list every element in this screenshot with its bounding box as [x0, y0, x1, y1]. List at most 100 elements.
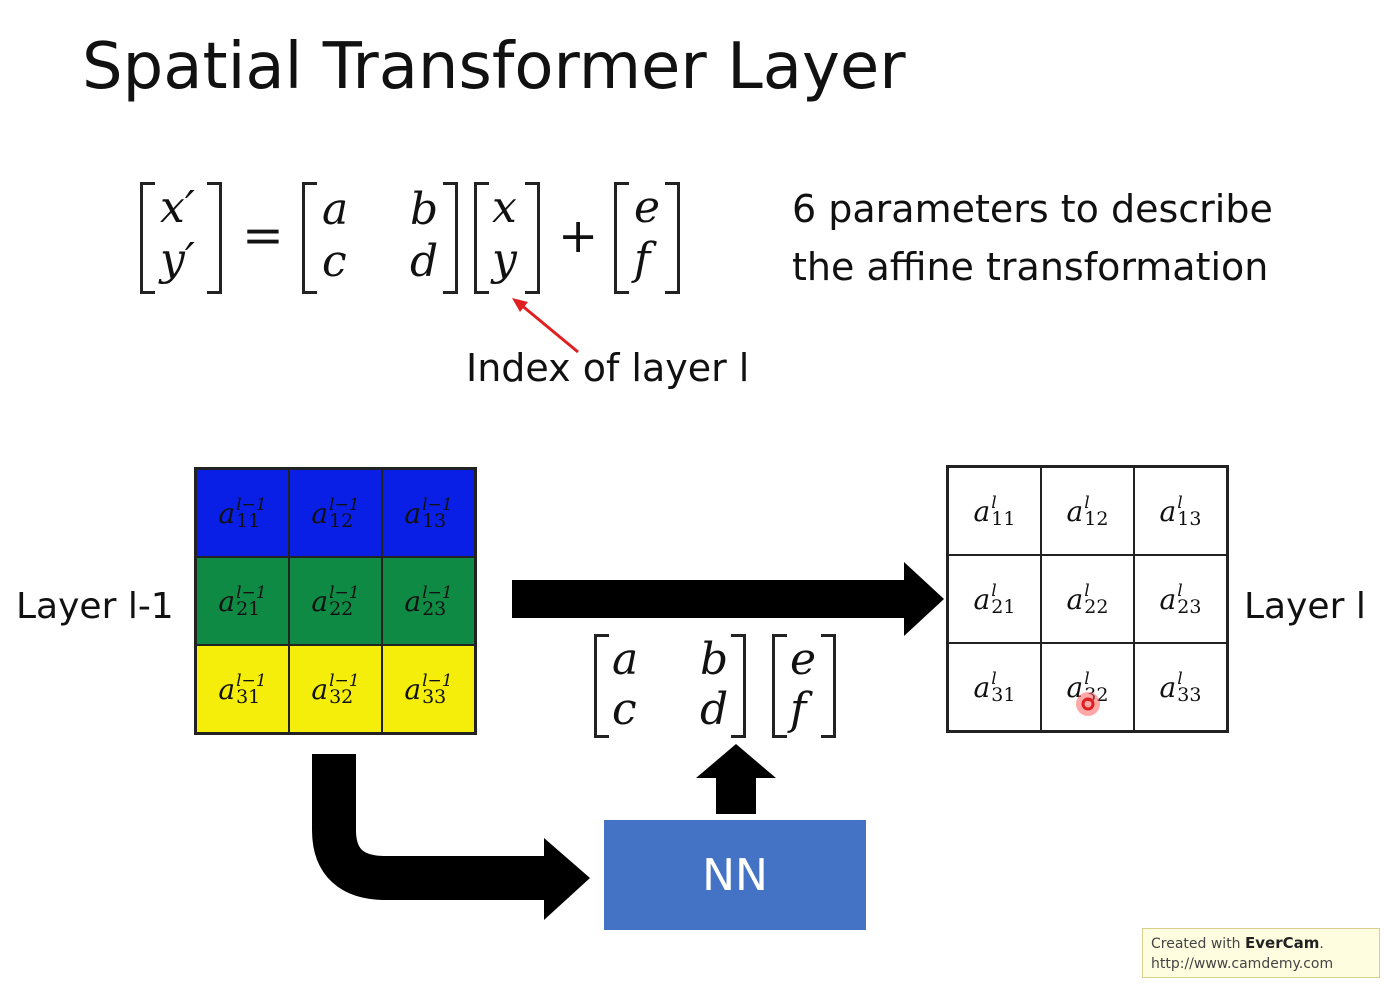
cell-subscript: 21: [991, 596, 1016, 618]
cell-base: a: [973, 582, 991, 616]
index-annotation: Index of layer l: [466, 346, 750, 390]
watermark-brand: EverCam: [1245, 934, 1320, 952]
cell-superscript: l−1: [329, 583, 360, 603]
cell-base: a: [1066, 670, 1084, 704]
sampling-arrow: [512, 562, 944, 636]
cell-base: a: [311, 496, 329, 530]
cell-subscript: 11: [991, 508, 1016, 530]
cell-superscript: l: [991, 669, 997, 689]
cell-base: a: [218, 584, 236, 618]
params-matrix: a b c d: [594, 634, 746, 738]
cell-superscript: l−1: [329, 671, 360, 691]
cell-superscript: l: [1177, 493, 1183, 513]
params-b: b: [700, 634, 729, 685]
input-to-nn-arrow: [312, 754, 590, 920]
cell-base: a: [404, 584, 422, 618]
cell-subscript: 12: [1084, 508, 1109, 530]
cell-base: a: [404, 672, 422, 706]
layer-next-label: Layer l: [1244, 586, 1366, 627]
cell-superscript: l−1: [236, 495, 267, 515]
cell-subscript: 33: [1177, 684, 1202, 706]
params-e: e: [790, 634, 817, 685]
params-a: a: [612, 634, 639, 685]
cell-superscript: l−1: [236, 583, 267, 603]
bias-vector: e f: [614, 182, 680, 294]
cell-subscript: 22: [329, 598, 354, 620]
cell-subscript: 12: [329, 510, 354, 532]
cell-superscript: l: [991, 581, 997, 601]
cell-superscript: l−1: [422, 671, 453, 691]
matrix-c: c: [322, 236, 347, 287]
nn-box: NN: [604, 820, 866, 930]
cell-superscript: l−1: [236, 671, 267, 691]
cell-base: a: [973, 670, 991, 704]
output-x: x′: [160, 182, 195, 233]
input-x: x: [492, 182, 517, 233]
watermark-prefix: Created with: [1151, 936, 1246, 952]
description-line-2: the affine transformation: [792, 245, 1269, 289]
cell-superscript: l−1: [422, 583, 453, 603]
output-vector: x′ y′: [140, 182, 222, 294]
bias-f: f: [634, 234, 651, 285]
params-d: d: [700, 684, 729, 735]
cell-base: a: [1066, 582, 1084, 616]
input-vector: x y: [474, 182, 540, 294]
cell-subscript: 31: [236, 686, 261, 708]
cell-subscript: 22: [1084, 596, 1109, 618]
cell-base: a: [1159, 494, 1177, 528]
matrix-a: a: [322, 184, 349, 235]
watermark-url: http://www.camdemy.com: [1151, 956, 1334, 972]
cell-base: a: [218, 496, 236, 530]
cell-subscript: 31: [991, 684, 1016, 706]
cell-superscript: l: [1084, 669, 1090, 689]
cursor-indicator: [1076, 692, 1100, 716]
description-line-1: 6 parameters to describe: [792, 187, 1273, 231]
parameter-description: 6 parameters to describe the affine tran…: [792, 180, 1273, 296]
cell-subscript: 13: [1177, 508, 1202, 530]
cell-base: a: [1159, 582, 1177, 616]
page-title: Spatial Transformer Layer: [82, 30, 906, 104]
cell-superscript: l: [1084, 493, 1090, 513]
cell-superscript: l−1: [422, 495, 453, 515]
params-bias: e f: [772, 634, 836, 738]
params-f: f: [790, 684, 807, 735]
input-y: y: [492, 234, 517, 285]
cell-superscript: l−1: [329, 495, 360, 515]
cell-base: a: [404, 496, 422, 530]
output-y: y′: [160, 234, 195, 285]
cell-superscript: l: [1177, 669, 1183, 689]
cell-subscript: 13: [422, 510, 447, 532]
cell-subscript: 11: [236, 510, 261, 532]
evercam-watermark: Created with EverCam. http://www.camdemy…: [1142, 928, 1380, 978]
nn-output-arrow: [696, 744, 776, 814]
cell-subscript: 32: [329, 686, 354, 708]
matrix-b: b: [410, 184, 439, 235]
cell-subscript: 21: [236, 598, 261, 620]
cell-base: a: [218, 672, 236, 706]
plus-sign: +: [558, 208, 599, 264]
cell-base: a: [1066, 494, 1084, 528]
annotation-arrow: [512, 298, 579, 354]
cell-subscript: 23: [422, 598, 447, 620]
cell-subscript: 23: [1177, 596, 1202, 618]
params-c: c: [612, 684, 637, 735]
cell-superscript: l: [991, 493, 997, 513]
